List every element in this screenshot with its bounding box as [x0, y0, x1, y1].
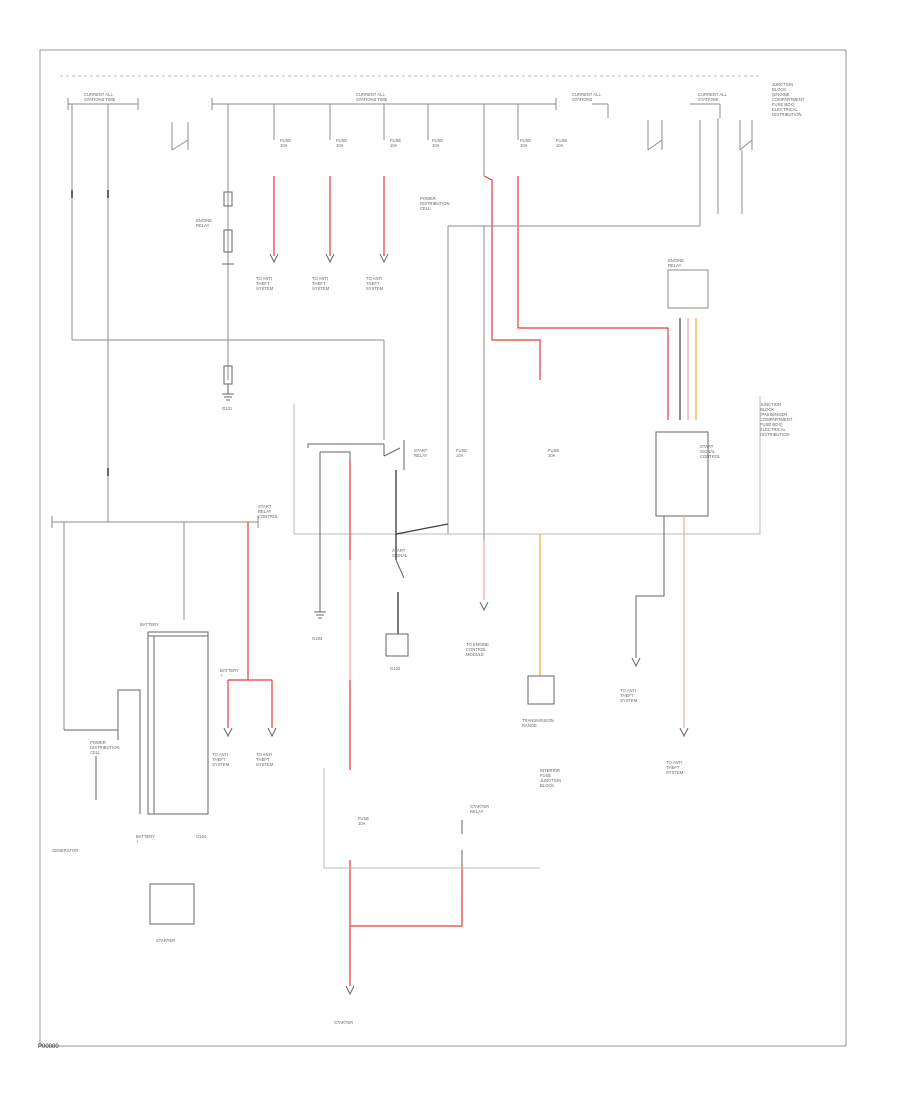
ground-a-label: G101 — [222, 406, 233, 411]
top-bus-left — [67, 98, 139, 110]
right-module-block — [655, 431, 709, 517]
top-bus-right — [592, 103, 721, 118]
bottom-fuse-region — [323, 768, 540, 869]
starter-motor-label: STARTER — [156, 938, 175, 943]
fuse-column-left — [222, 191, 234, 385]
left-connector-ticks — [71, 190, 109, 476]
diagram-border — [39, 49, 847, 1047]
battery-block — [64, 631, 209, 815]
generator-label: GENERATOR — [52, 848, 78, 853]
transmission-range-box — [527, 675, 555, 705]
red-fuse-outputs — [273, 176, 385, 256]
left-wire-group — [71, 104, 385, 522]
left-red-arrows — [223, 727, 277, 738]
ground-symbol-c — [314, 596, 326, 619]
fuse-drops — [273, 104, 519, 176]
middle-bus — [51, 516, 259, 730]
battery-neg-label: BATTERY+ — [136, 834, 155, 844]
starter-motor-box — [149, 883, 195, 925]
ground-c-label: G103 — [312, 636, 323, 641]
module-output-wires — [635, 516, 665, 658]
battery-pos-label: BATTERY+ — [220, 668, 239, 678]
relay-dark-wire — [395, 470, 449, 634]
relay-switch-bottom — [385, 559, 409, 657]
start-relay — [307, 440, 405, 596]
module-arrows — [631, 657, 689, 738]
starter-arrow — [345, 985, 355, 996]
center-arrow — [479, 601, 489, 612]
interior-fuse-box-outline — [293, 396, 761, 535]
red-wire-main — [483, 175, 669, 420]
ground-d-label: G104 — [196, 834, 207, 839]
engine-relay-box — [667, 269, 709, 309]
battery-label: BATTERY — [140, 622, 159, 627]
ground-symbol-a — [222, 384, 234, 401]
footer-code: P00000 — [38, 1044, 59, 1050]
starter-red-wire — [349, 460, 463, 986]
right-vertical-wires — [447, 118, 743, 534]
red-arrows-top — [269, 253, 389, 264]
ignition-switch — [171, 122, 189, 151]
right-switches — [647, 120, 753, 151]
starter-label: STARTER — [334, 1020, 353, 1025]
left-red-wires — [227, 522, 273, 728]
ground-b-label: G102 — [390, 666, 401, 671]
